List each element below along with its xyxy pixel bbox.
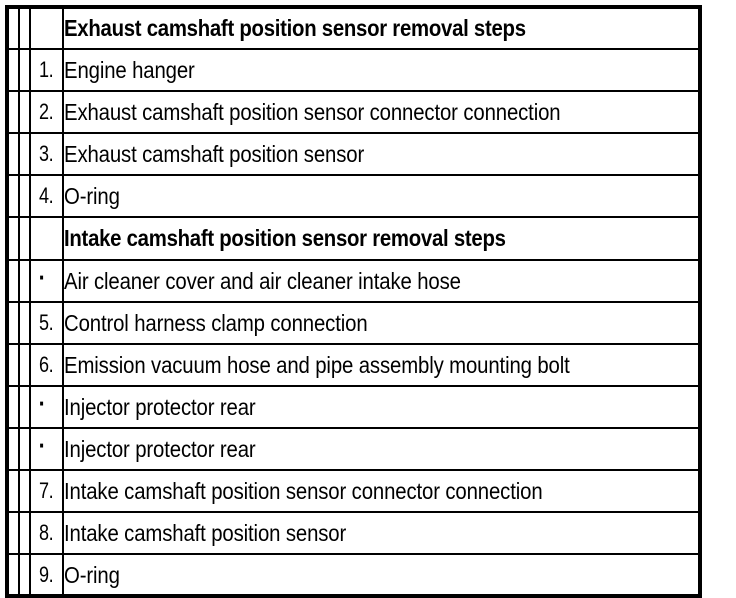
section-header-cell: Intake camshaft position sensor removal …	[62, 216, 701, 261]
table-row: 6. Emission vacuum hose and pipe assembly…	[6, 342, 701, 387]
bullet-marker: ·	[38, 388, 46, 419]
step-number-cell	[32, 216, 61, 261]
step-description-cell: Injector protector rear	[62, 384, 701, 429]
step-description-label: O-ring	[64, 561, 120, 588]
row-marker-cell-a	[6, 132, 20, 177]
table-row: 3. Exhaust camshaft position sensor	[6, 132, 701, 177]
step-number: 3.	[38, 141, 54, 167]
row-marker-cell-b	[18, 300, 31, 345]
step-number-cell: 7.	[32, 469, 61, 514]
row-marker-cell-b	[18, 426, 31, 472]
row-marker-cell-b	[18, 258, 31, 303]
step-description-cell: Control harness clamp connection	[62, 300, 701, 345]
step-description-label: Air cleaner cover and air cleaner intake…	[64, 267, 461, 294]
row-marker-cell-a	[6, 48, 20, 93]
step-description-cell: Emission vacuum hose and pipe assembly m…	[62, 342, 701, 387]
step-bullet-cell: ·	[32, 426, 61, 472]
row-marker-cell-a	[6, 426, 20, 472]
step-description-label: Exhaust camshaft position sensor	[64, 141, 365, 168]
row-marker-cell-a	[6, 174, 20, 219]
table-row: Intake camshaft position sensor removal …	[6, 216, 701, 261]
row-marker-cell-b	[18, 342, 31, 387]
step-number-cell: 5.	[32, 300, 61, 345]
step-number-cell: 6.	[32, 342, 61, 387]
bullet-marker: ·	[38, 261, 46, 292]
row-marker-cell-b	[18, 5, 31, 51]
step-number-cell: 4.	[32, 174, 61, 219]
step-description-cell: Exhaust camshaft position sensor connect…	[62, 90, 701, 135]
row-marker-cell-a	[6, 469, 20, 514]
table-row: 1. Engine hanger	[6, 48, 701, 93]
row-marker-cell-a	[6, 258, 20, 303]
table-row: · Injector protector rear	[6, 426, 701, 472]
row-marker-cell-b	[18, 48, 31, 93]
step-description-cell: Air cleaner cover and air cleaner intake…	[62, 258, 701, 303]
step-description-cell: O-ring	[62, 174, 701, 219]
step-number: 6.	[38, 351, 54, 377]
table-row: · Air cleaner cover and air cleaner intak…	[6, 258, 701, 303]
row-marker-cell-b	[18, 384, 31, 429]
step-description-cell: Engine hanger	[62, 48, 701, 93]
table-row: 7. Intake camshaft position sensor connec…	[6, 469, 701, 514]
row-marker-cell-a	[6, 90, 20, 135]
step-description-cell: Exhaust camshaft position sensor	[62, 132, 701, 177]
row-marker-cell-a	[6, 553, 20, 598]
step-description-label: Injector protector rear	[64, 435, 256, 462]
step-description-label: Exhaust camshaft position sensor connect…	[64, 99, 561, 126]
step-number: 5.	[38, 309, 54, 335]
step-number-cell	[32, 5, 61, 51]
step-description-cell: Intake camshaft position sensor	[62, 511, 701, 556]
row-marker-cell-b	[18, 132, 31, 177]
row-marker-cell-b	[18, 174, 31, 219]
row-marker-cell-a	[6, 342, 20, 387]
row-marker-cell-a	[6, 511, 20, 556]
removal-steps-table-body: Exhaust camshaft position sensor removal…	[6, 5, 701, 598]
removal-steps-table: Exhaust camshaft position sensor removal…	[5, 5, 702, 598]
row-marker-cell-a	[6, 384, 20, 429]
step-description-cell: O-ring	[62, 553, 701, 598]
step-description-label: Engine hanger	[64, 57, 195, 84]
table-row: 5. Control harness clamp connection	[6, 300, 701, 345]
table-row: · Injector protector rear	[6, 384, 701, 429]
step-description-label: Intake camshaft position sensor	[64, 520, 347, 547]
step-number: 4.	[38, 183, 54, 209]
step-description-cell: Intake camshaft position sensor connecto…	[62, 469, 701, 514]
row-marker-cell-a	[6, 216, 20, 261]
section-header-label: Exhaust camshaft position sensor removal…	[64, 15, 526, 42]
row-marker-cell-b	[18, 469, 31, 514]
table-row: 9. O-ring	[6, 553, 701, 598]
row-marker-cell-b	[18, 216, 31, 261]
step-number: 9.	[38, 561, 54, 587]
step-number-cell: 2.	[32, 90, 61, 135]
step-number: 2.	[38, 99, 54, 125]
step-number: 1.	[38, 57, 54, 83]
step-description-label: Emission vacuum hose and pipe assembly m…	[64, 351, 570, 378]
table-row: Exhaust camshaft position sensor removal…	[6, 5, 701, 51]
step-bullet-cell: ·	[32, 384, 61, 429]
row-marker-cell-b	[18, 90, 31, 135]
step-description-label: O-ring	[64, 183, 120, 210]
step-number-cell: 8.	[32, 511, 61, 556]
row-marker-cell-a	[6, 5, 20, 51]
step-number-cell: 3.	[32, 132, 61, 177]
step-number-cell: 9.	[32, 553, 61, 598]
step-bullet-cell: ·	[32, 258, 61, 303]
bullet-marker: ·	[38, 430, 46, 461]
step-description-cell: Injector protector rear	[62, 426, 701, 472]
row-marker-cell-a	[6, 300, 20, 345]
table-row: 4. O-ring	[6, 174, 701, 219]
section-header-cell: Exhaust camshaft position sensor removal…	[62, 5, 701, 51]
table-row: 8. Intake camshaft position sensor	[6, 511, 701, 556]
step-number: 8.	[38, 520, 54, 546]
row-marker-cell-b	[18, 553, 31, 598]
step-description-label: Control harness clamp connection	[64, 309, 368, 336]
section-header-label: Intake camshaft position sensor removal …	[64, 225, 506, 252]
step-number: 7.	[38, 478, 54, 504]
table-row: 2. Exhaust camshaft position sensor conne…	[6, 90, 701, 135]
step-description-label: Injector protector rear	[64, 393, 256, 420]
row-marker-cell-b	[18, 511, 31, 556]
step-number-cell: 1.	[32, 48, 61, 93]
step-description-label: Intake camshaft position sensor connecto…	[64, 478, 543, 504]
